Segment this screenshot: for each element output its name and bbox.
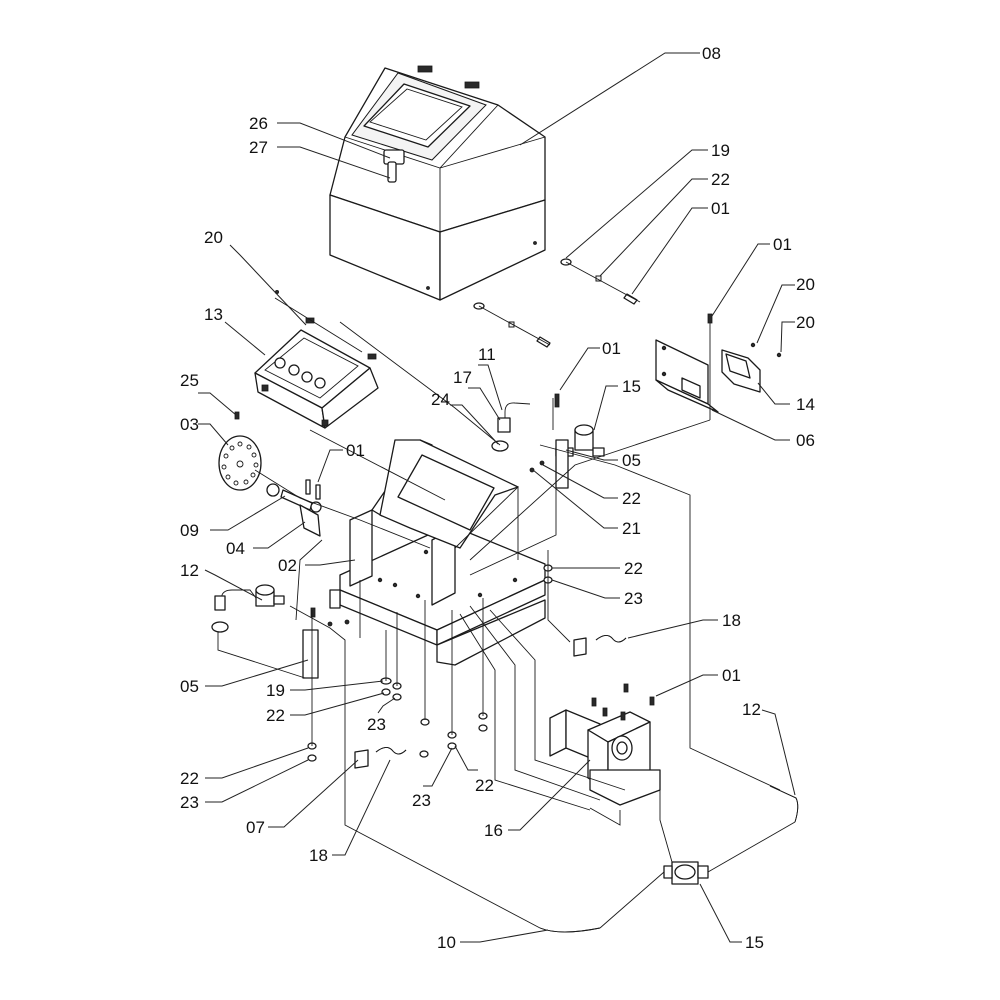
label-18: 18 — [722, 611, 741, 630]
label-01: 01 — [773, 235, 792, 254]
label-22: 22 — [624, 559, 643, 578]
label-07: 07 — [246, 818, 265, 837]
label-22: 22 — [711, 170, 730, 189]
dial-disc — [218, 411, 262, 491]
label-22: 22 — [266, 706, 285, 725]
label-22: 22 — [180, 769, 199, 788]
label-12: 12 — [742, 700, 761, 719]
leader-lines — [198, 52, 796, 943]
assembly-guide-lines — [217, 297, 796, 929]
label-10: 10 — [437, 933, 456, 952]
label-01: 01 — [346, 441, 365, 460]
lower-hose-and-valve — [539, 785, 799, 933]
base-flange — [436, 599, 546, 666]
label-05: 05 — [180, 677, 199, 696]
label-01: 01 — [722, 666, 741, 685]
label-18: 18 — [309, 846, 328, 865]
pump-assembly — [549, 683, 661, 806]
meter-bracket — [655, 313, 782, 420]
label-19: 19 — [711, 141, 730, 160]
label-24: 24 — [431, 390, 450, 409]
control-box — [254, 317, 379, 429]
shaft-and-bracket — [266, 479, 322, 537]
label-22: 22 — [475, 776, 494, 795]
support-frame — [329, 439, 546, 657]
label-14: 14 — [796, 395, 815, 414]
label-03: 03 — [180, 415, 199, 434]
enclosure-hood — [329, 65, 546, 301]
label-16: 16 — [484, 821, 503, 840]
hose-and-elbow-left — [354, 747, 407, 769]
label-23: 23 — [412, 791, 431, 810]
label-04: 04 — [226, 539, 245, 558]
part-number-labels: 08 26 27 19 22 01 01 20 20 14 06 20 13 2… — [180, 44, 815, 952]
label-17: 17 — [453, 368, 472, 387]
upper-tube-fittings — [491, 393, 605, 489]
label-21: 21 — [622, 519, 641, 538]
label-19: 19 — [266, 681, 285, 700]
hood-fasteners — [274, 258, 641, 348]
label-23: 23 — [367, 715, 386, 734]
label-09: 09 — [180, 521, 199, 540]
label-25: 25 — [180, 371, 199, 390]
label-01: 01 — [602, 339, 621, 358]
label-20: 20 — [796, 313, 815, 332]
label-06: 06 — [796, 431, 815, 450]
label-23: 23 — [180, 793, 199, 812]
label-15: 15 — [745, 933, 764, 952]
label-26: 26 — [249, 114, 268, 133]
label-27: 27 — [249, 138, 268, 157]
label-12: 12 — [180, 561, 199, 580]
label-20: 20 — [204, 228, 223, 247]
label-01: 01 — [711, 199, 730, 218]
label-02: 02 — [278, 556, 297, 575]
label-05: 05 — [622, 451, 641, 470]
label-23: 23 — [624, 589, 643, 608]
label-13: 13 — [204, 305, 223, 324]
label-20: 20 — [796, 275, 815, 294]
label-22: 22 — [622, 489, 641, 508]
hose-and-elbow-right — [573, 635, 627, 657]
label-11: 11 — [478, 345, 496, 364]
label-15: 15 — [622, 377, 641, 396]
label-08: 08 — [702, 44, 721, 63]
left-fitting-assembly — [211, 584, 350, 679]
